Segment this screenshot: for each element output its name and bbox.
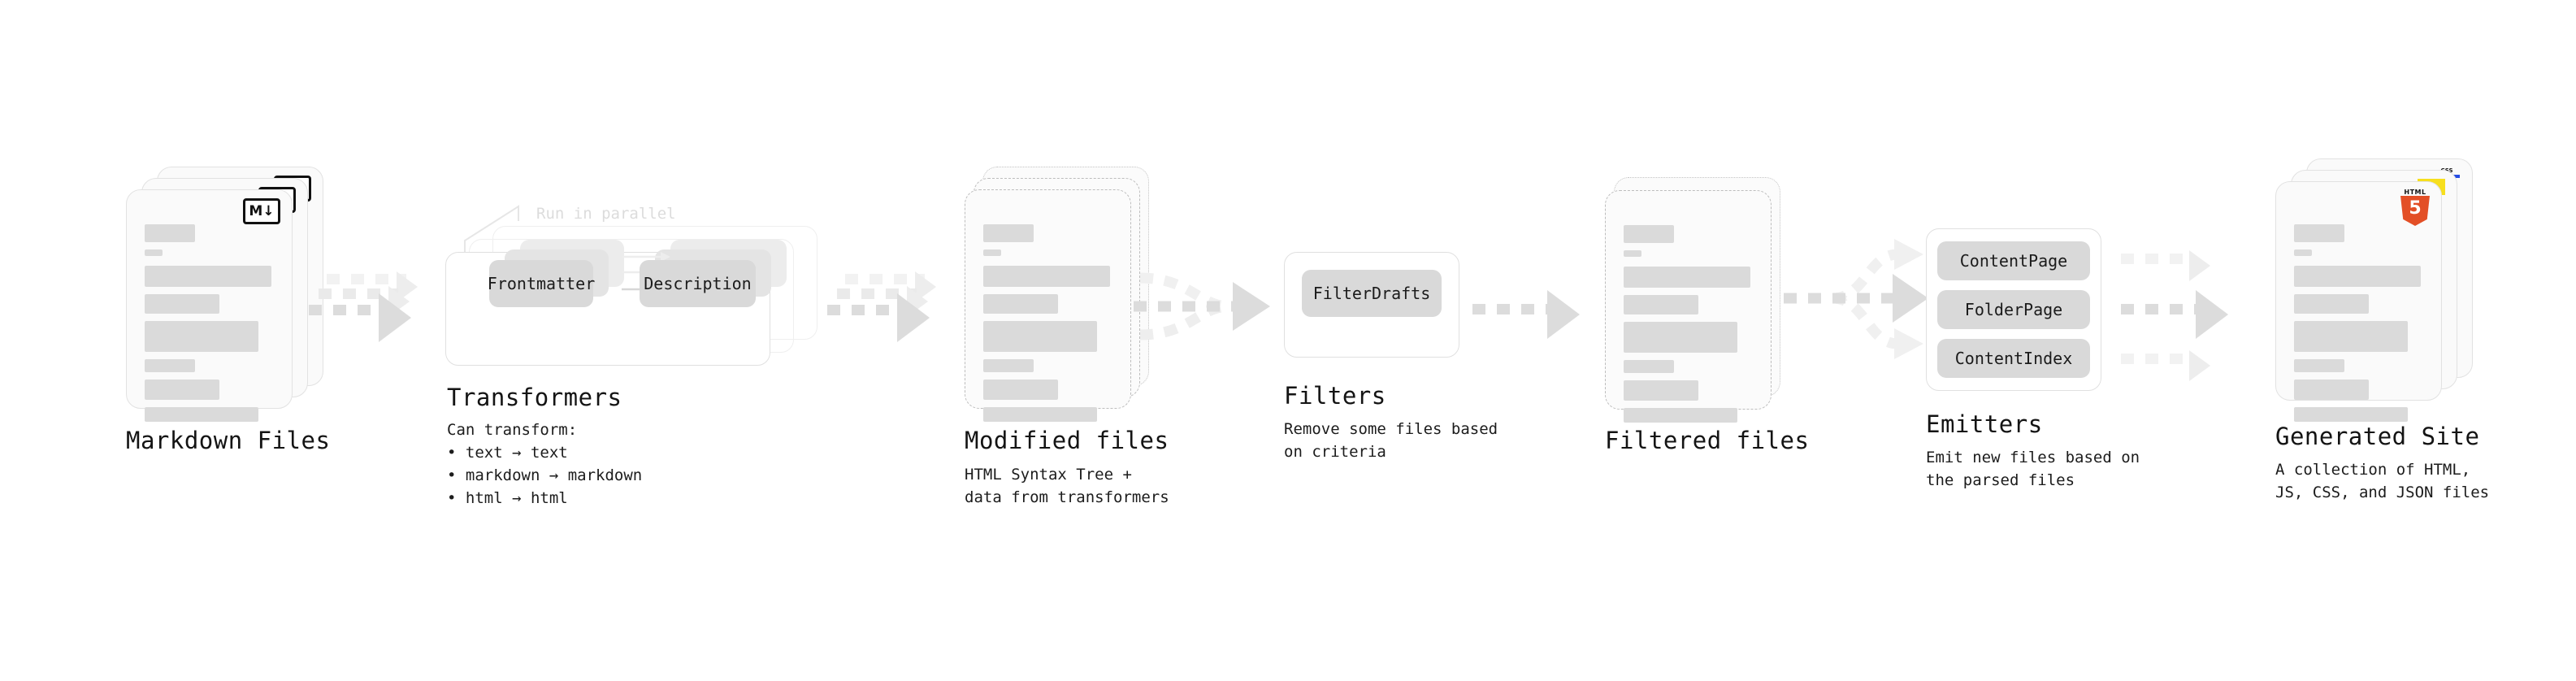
document-skeleton <box>145 224 274 429</box>
page-title-markdown-files: Markdown Files <box>126 427 331 454</box>
filtered-file-card-front <box>1605 190 1772 423</box>
page-title-emitters: Emitters <box>1926 410 2043 438</box>
subtitle-emitters: Emit new files based on the parsed files <box>1926 449 2140 489</box>
converge-paths <box>1134 272 1270 340</box>
subtitle-generated-site: A collection of HTML, JS, CSS, and JSON … <box>2275 461 2490 501</box>
html5-icon: HTML <box>2399 189 2431 226</box>
run-in-parallel-label: Run in parallel <box>536 205 676 223</box>
connector-filtered-to-emitters <box>1784 232 1934 366</box>
page-title-filtered-files: Filtered files <box>1605 427 1810 454</box>
filter-chip-filterdrafts[interactable]: FilterDrafts <box>1302 270 1442 317</box>
connector-transformers-to-modified <box>827 264 949 342</box>
document-skeleton <box>983 224 1112 429</box>
document-skeleton <box>1624 225 1753 430</box>
connector-filters-to-filtered <box>1472 284 1594 341</box>
connector-emitters-to-site <box>2121 236 2271 382</box>
markdown-file-card-front: M↓ <box>126 189 293 422</box>
emitter-chip-contentindex[interactable]: ContentIndex <box>1937 339 2090 378</box>
connector-modified-to-filters <box>1134 260 1288 354</box>
markdown-icon: M↓ <box>243 198 280 224</box>
subtitle-filters: Remove some files based on criteria <box>1284 420 1498 461</box>
transformer-chip-description[interactable]: Description <box>640 260 756 307</box>
transformer-chip-frontmatter[interactable]: Frontmatter <box>488 260 595 307</box>
emitter-chip-folderpage[interactable]: FolderPage <box>1937 290 2090 329</box>
page-title-modified-files: Modified files <box>965 427 1169 454</box>
site-file-card-html: HTML <box>2275 181 2442 422</box>
modified-file-card-front <box>965 189 1131 422</box>
connector-md-to-transformers <box>309 264 431 342</box>
document-skeleton <box>2294 224 2423 429</box>
page-title-generated-site: Generated Site <box>2275 423 2480 450</box>
run-in-parallel-leader-line <box>464 205 519 254</box>
subtitle-transformers: Can transform: • text → text • markdown … <box>447 421 643 507</box>
page-title-filters: Filters <box>1284 382 1386 410</box>
page-title-transformers: Transformers <box>447 384 622 411</box>
diverge-paths <box>1784 239 1928 359</box>
emitter-chip-contentpage[interactable]: ContentPage <box>1937 241 2090 280</box>
subtitle-modified-files: HTML Syntax Tree + data from transformer… <box>965 466 1169 506</box>
